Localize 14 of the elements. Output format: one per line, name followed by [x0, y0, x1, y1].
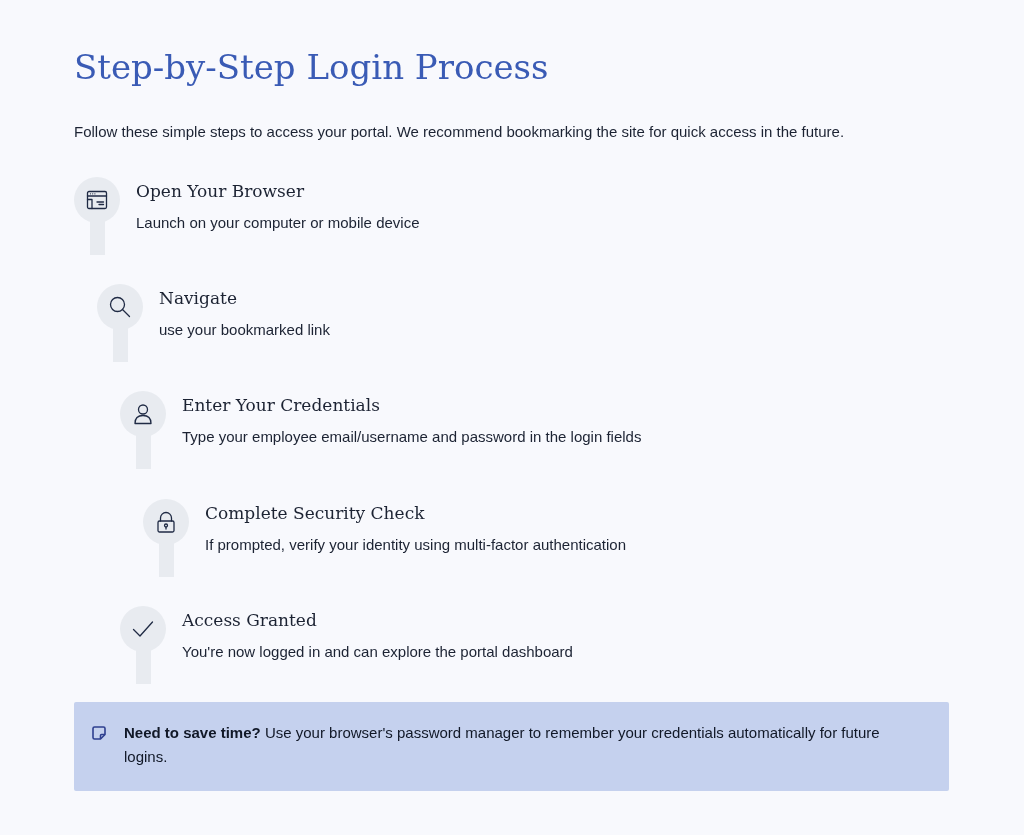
step-heading: Open Your Browser: [136, 180, 304, 203]
step-heading: Complete Security Check: [205, 502, 425, 525]
note-panel: [74, 702, 949, 791]
step-heading: Access Granted: [182, 609, 317, 632]
step-heading: Navigate: [159, 287, 237, 310]
step-description: Launch on your computer or mobile device: [136, 213, 420, 233]
step-heading: Enter Your Credentials: [182, 394, 380, 417]
step-description: If prompted, verify your identity using multi-factor authentication: [205, 535, 627, 555]
step-description: Type your employee email/username and password in the login fields: [182, 427, 642, 447]
note-text: Need to save time? Use your browser's password manager to remember your credentials automatically for future logins.: [124, 723, 881, 767]
intro-text: Follow these simple steps to access your portal. We recommend bookmarking the site for quick access in the future.: [74, 122, 845, 142]
page-title: Step-by-Step Login Process: [74, 46, 549, 89]
step-description: use your bookmarked link: [159, 320, 330, 340]
step-description: You're now logged in and can explore the portal dashboard: [182, 642, 573, 662]
